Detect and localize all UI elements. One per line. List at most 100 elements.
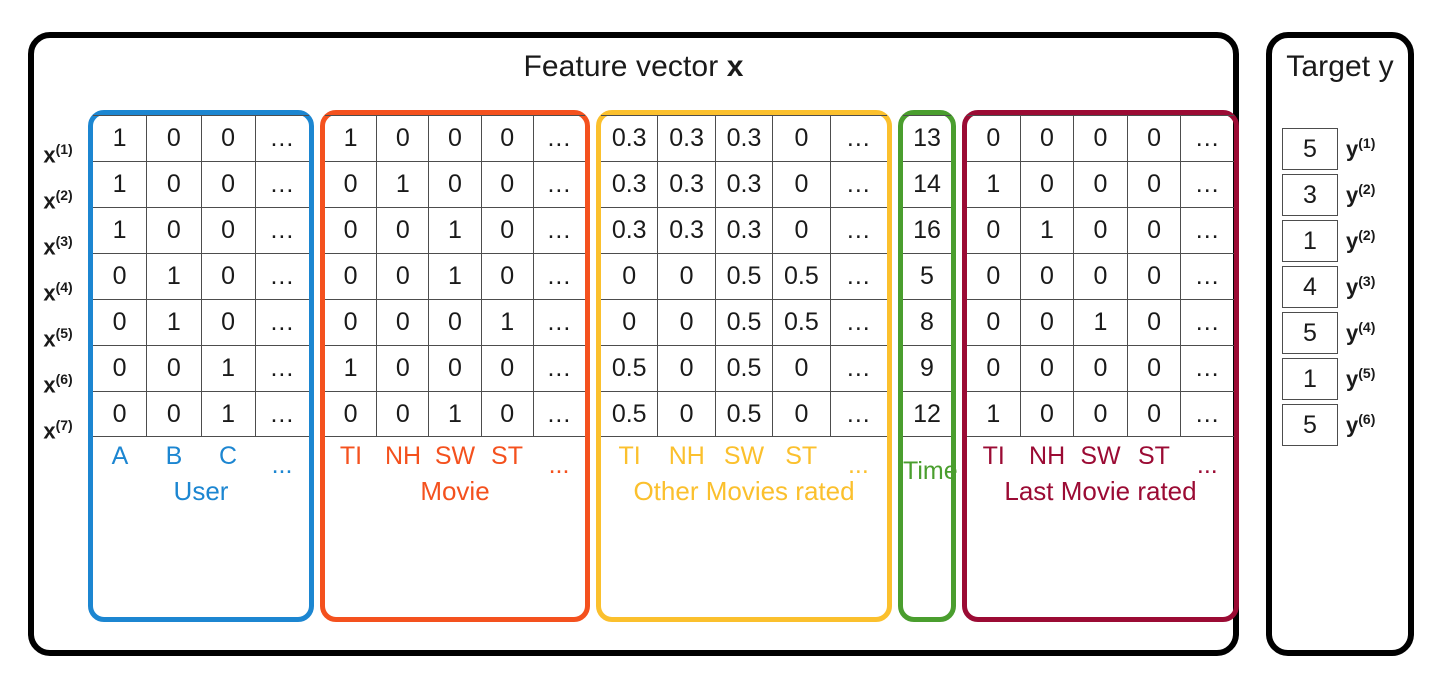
row-index-base: x (43, 188, 56, 214)
feature-value-cell: 0 (376, 254, 428, 299)
ellipsis-code: ... (847, 451, 869, 479)
feature-value-cell: 0 (112, 262, 127, 290)
target-index-superscript: (6) (1358, 411, 1376, 428)
ellipsis-cell: ... (829, 300, 887, 345)
ellipsis-code: ... (1196, 451, 1218, 479)
ellipsis-cell: ... (532, 208, 585, 253)
ellipsis-cell: ... (829, 346, 887, 391)
feature-value-cell: 0 (343, 308, 358, 336)
feature-value-cell: 0 (480, 346, 533, 391)
feature-value-cell: 1 (1073, 300, 1127, 345)
target-index-base: y (1346, 366, 1359, 392)
feature-value-cell: 0 (480, 392, 533, 436)
feature-value-cell: 0 (376, 208, 428, 253)
feature-value-cell: 0 (343, 262, 358, 290)
row-index-base: x (43, 234, 56, 260)
feature-value-cell: 0 (1019, 254, 1074, 299)
feature-value-cell: 0 (480, 162, 533, 207)
feature-value-cell: 0 (428, 162, 480, 207)
feature-code-label: SW (434, 441, 476, 470)
ellipsis-cell: ... (1180, 116, 1234, 161)
feature-value-cell: 0.5 (772, 254, 829, 299)
ellipsis-code: ... (271, 451, 293, 479)
table-row: 16 (903, 207, 951, 253)
feature-value-cell: 0.5 (714, 346, 772, 391)
feature-value-cell: 0 (428, 346, 480, 391)
feature-value-cell: 0 (146, 116, 200, 161)
table-row: 5 (903, 253, 951, 299)
row-index-label: x(5) (30, 310, 86, 356)
target-index-base: y (1346, 182, 1359, 208)
feature-value-cell: 0 (112, 308, 127, 336)
feature-code-label: NH (668, 441, 705, 470)
target-index-base: y (1346, 320, 1359, 346)
ellipsis-code: ... (548, 451, 570, 479)
feature-value-cell: 0 (1126, 346, 1181, 391)
feature-value-cell: 0 (622, 308, 637, 336)
table-row: 13 (903, 115, 951, 161)
feature-vector-title: Feature vector x (34, 50, 1233, 84)
row-index-labels: x(1)x(2)x(3)x(4)x(5)x(6)x(7) (30, 126, 86, 448)
ellipsis-cell: ... (254, 392, 309, 436)
target-value-cell: 5 (1282, 128, 1338, 170)
feature-code-label: ST (491, 441, 523, 470)
row-index-label: x(1) (30, 126, 86, 172)
target-index-label: y(1) (1346, 135, 1375, 162)
feature-value-cell: 0 (480, 116, 533, 161)
feature-value-cell: 0 (1126, 208, 1181, 253)
feature-value-cell: 1 (1019, 208, 1074, 253)
feature-group-name: Time (903, 457, 958, 485)
row-index-base: x (43, 372, 56, 398)
feature-value-cell: 1 (112, 124, 127, 152)
feature-value-cell: 0 (376, 300, 428, 345)
feature-value-cell: 1 (200, 346, 255, 391)
target-index-superscript: (5) (1358, 365, 1376, 382)
feature-value-cell: 0 (146, 346, 200, 391)
ellipsis-cell: ... (254, 162, 309, 207)
ellipsis-cell: ... (1180, 346, 1234, 391)
feature-value-cell: 0 (343, 399, 358, 428)
feature-value-cell: 0 (112, 354, 127, 382)
feature-code-label: SW (1080, 441, 1121, 470)
feature-value-cell: 0 (200, 300, 255, 345)
feature-value-cell: 0 (376, 392, 428, 436)
target-index-superscript: (4) (1358, 319, 1376, 336)
target-index-label: y(4) (1346, 319, 1375, 346)
table-row: 8 (903, 299, 951, 345)
feature-value-cell: 0 (146, 162, 200, 207)
feature-group-name: Other Movies rated (633, 476, 855, 506)
feature-value-cell: 0 (428, 300, 480, 345)
ellipsis-cell: ... (254, 208, 309, 253)
feature-value-cell: 0 (480, 254, 533, 299)
feature-value-cell: 0 (1019, 300, 1074, 345)
target-index-label: y(5) (1346, 365, 1375, 392)
feature-value-cell: 0.3 (657, 162, 714, 207)
ellipsis-cell: ... (1180, 162, 1234, 207)
ellipsis-cell: ... (254, 300, 309, 345)
ellipsis-cell: ... (829, 208, 887, 253)
feature-value-cell: 0.3 (714, 162, 772, 207)
target-index-label: y(3) (1346, 273, 1375, 300)
ellipsis-cell: ... (254, 254, 309, 299)
row-index-base: x (43, 326, 56, 352)
ellipsis-cell: ... (829, 116, 887, 161)
feature-value-cell: 0 (146, 208, 200, 253)
feature-value-cell: 1 (146, 254, 200, 299)
target-index-base: y (1346, 228, 1359, 254)
feature-value-cell: 13 (913, 124, 941, 152)
feature-value-cell: 0 (986, 262, 1001, 290)
feature-value-cell: 0.3 (611, 170, 647, 198)
